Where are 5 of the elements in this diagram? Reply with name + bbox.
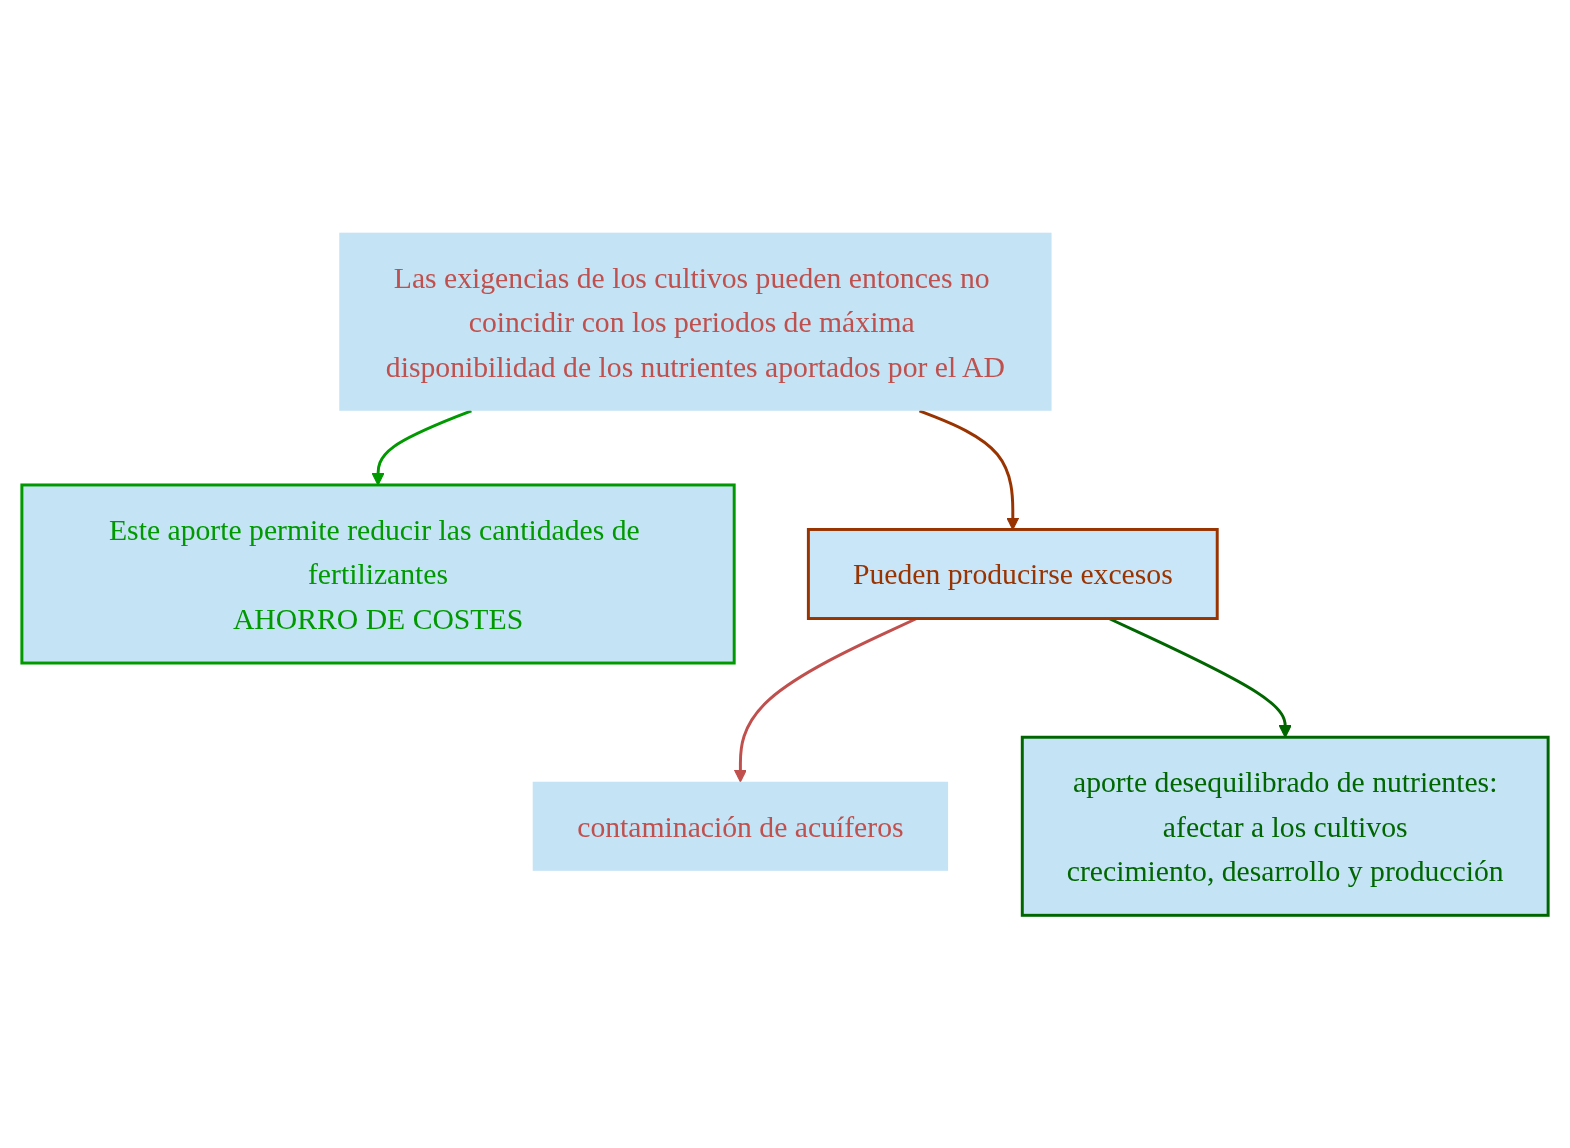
node-box: Las exigencias de los cultivos pueden entonces no coincidir con los periodos de máxima disponibilidad de los nutrientes aportados por el AD [339,232,1052,411]
node-box: contaminación de acuíferos [532,781,949,871]
node-box: Este aporte permite reducir las cantidades de fertilizantes AHORRO DE COSTES [20,483,736,665]
node-box: Pueden producirse excesos [806,528,1219,620]
node-box: aporte desequilibrado de nutrientes: afectar a los cultivos crecimiento, desarrollo y producción [1020,735,1550,917]
